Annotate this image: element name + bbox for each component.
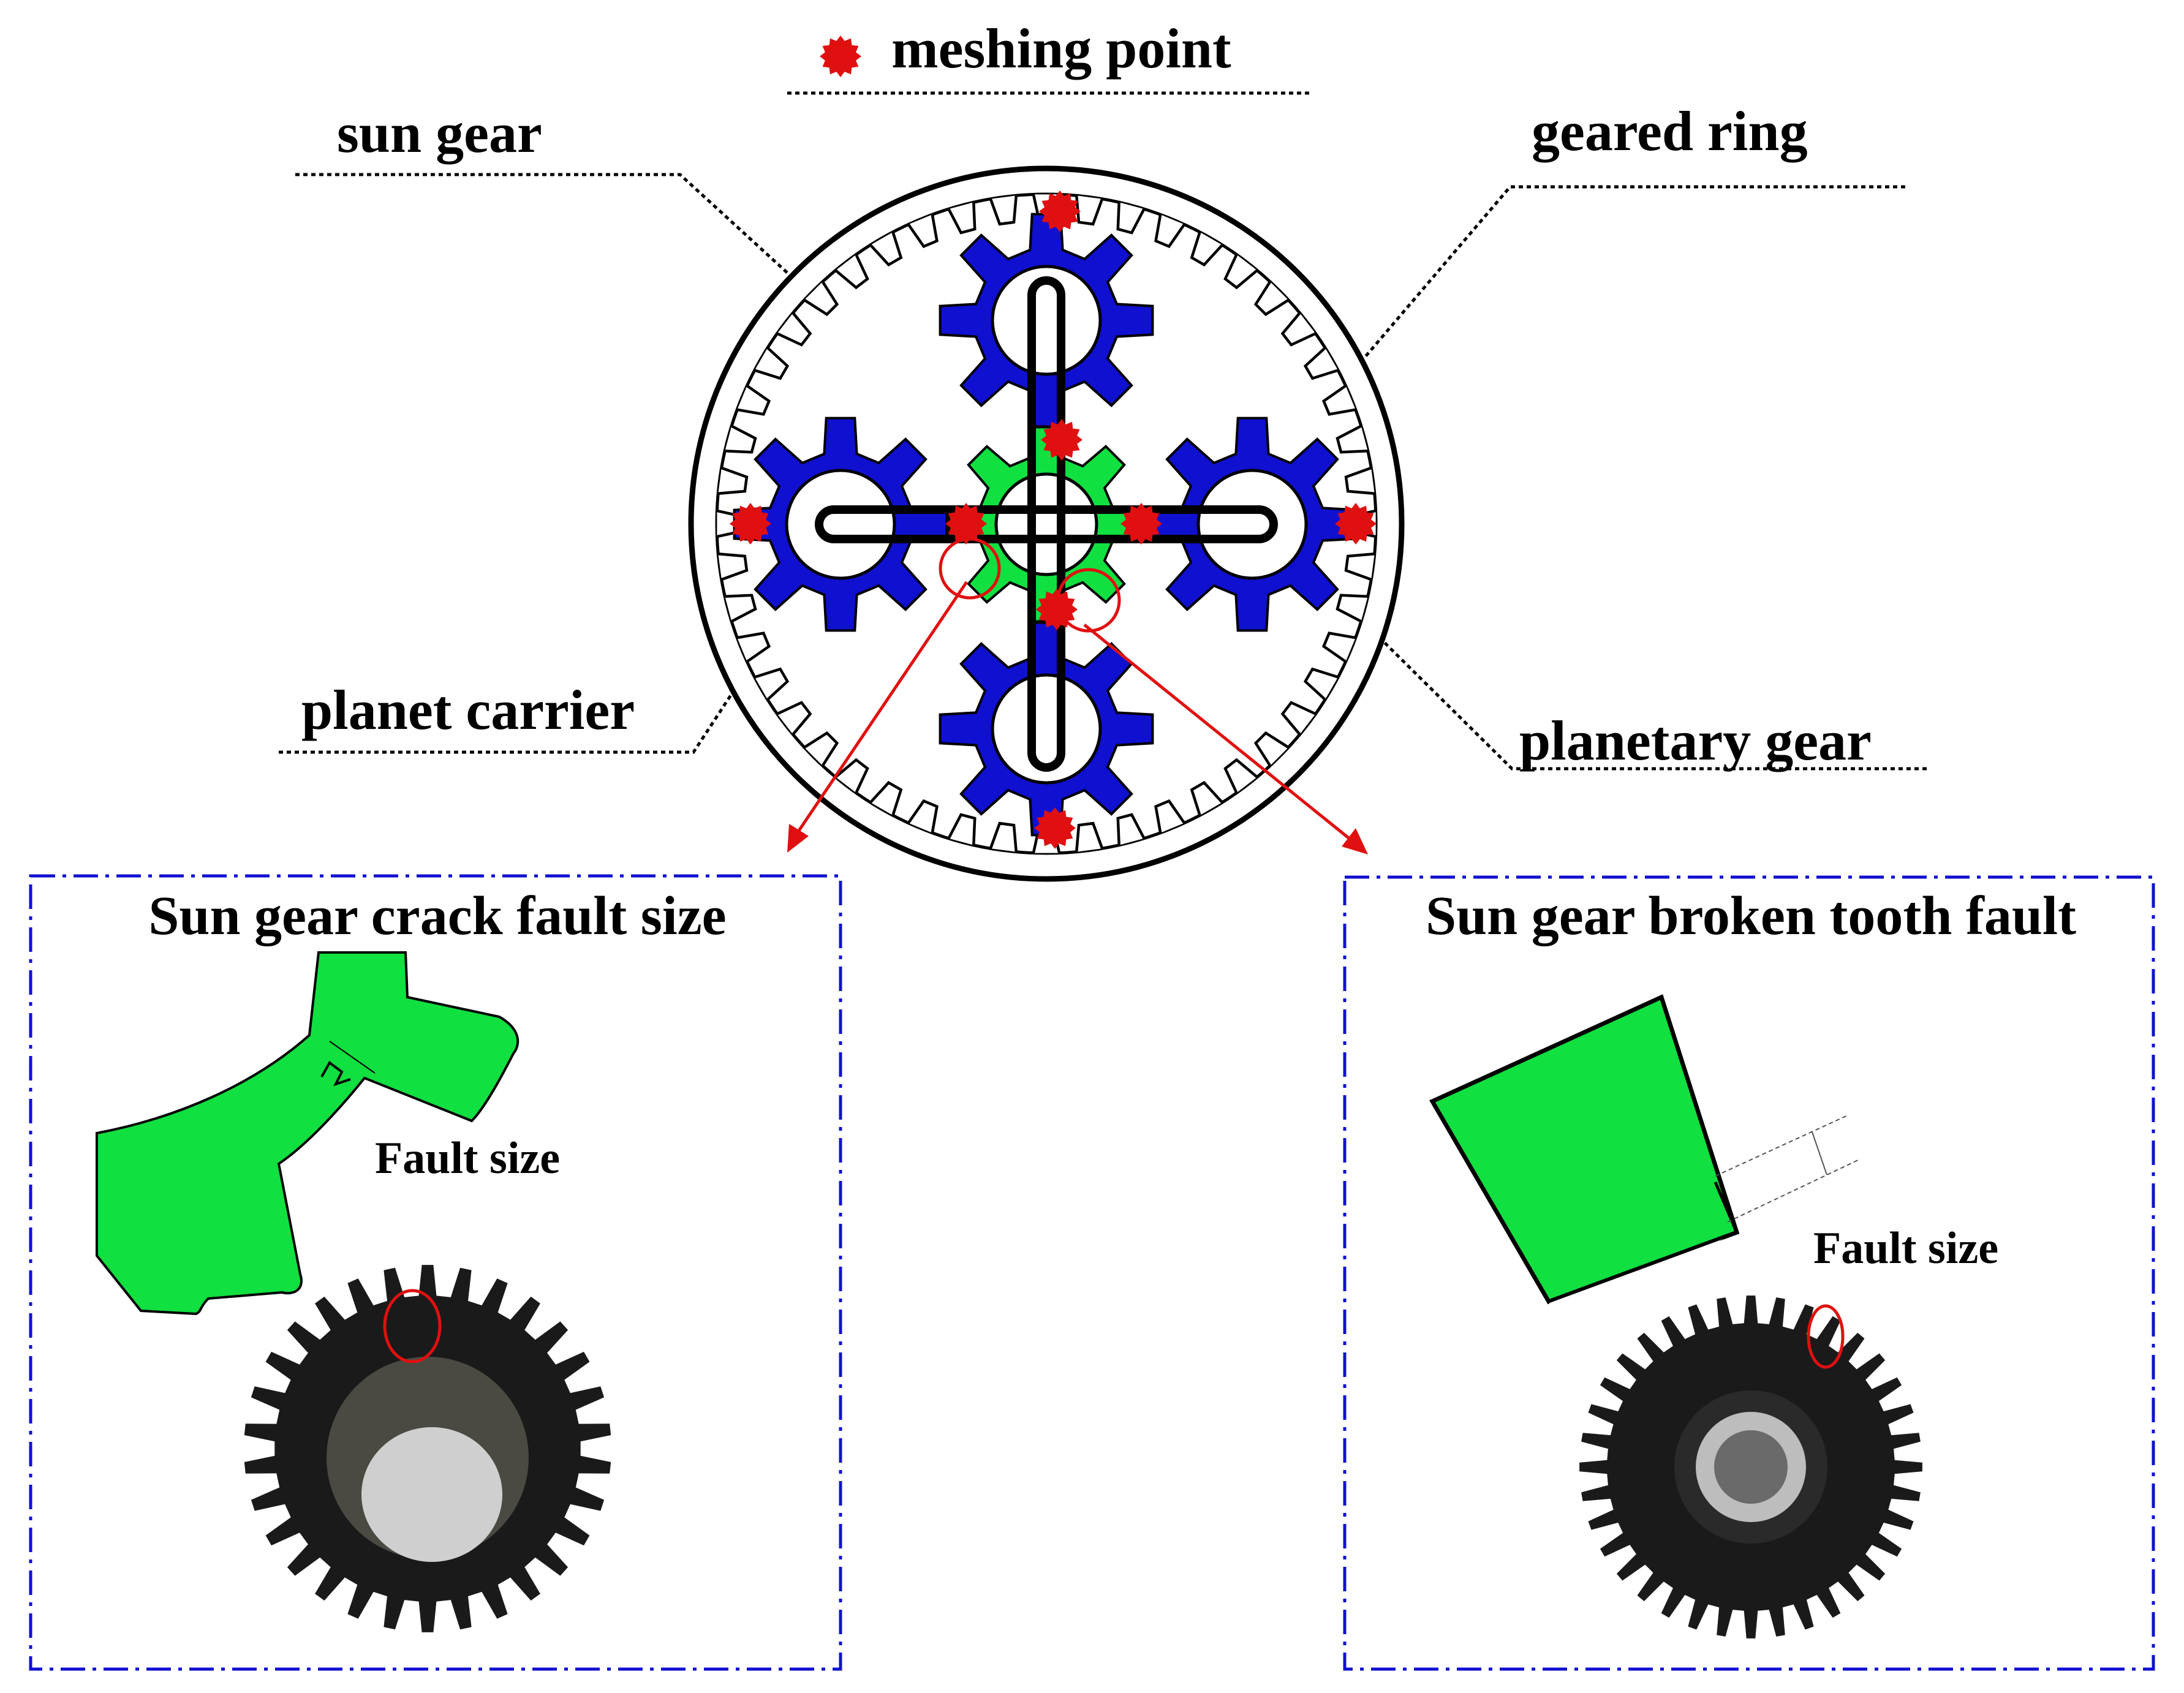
broken-tooth-missing-area [1549, 1232, 1737, 1322]
broken-photo-marker [1807, 1304, 1845, 1369]
broken-tooth-closeup [1429, 994, 1740, 1305]
crack-panel-title: Sun gear crack fault size [148, 886, 726, 946]
crack-fault-panel: Sun gear crack fault size Fault size [29, 874, 842, 1671]
planetary-gear-label: planetary gear [1519, 709, 1872, 772]
broken-fault-size-label: Fault size [1813, 1223, 1998, 1273]
fault-pointers [787, 537, 1368, 854]
sun-gear-label: sun gear [337, 102, 542, 164]
crack-photo-marker [383, 1289, 442, 1363]
planet-bore-top [991, 265, 1102, 376]
carrier-arm-horizontal [815, 505, 1278, 543]
broken-panel-title: Sun gear broken tooth fault [1426, 886, 2076, 946]
meshing-point-marker [1120, 503, 1162, 545]
planet-carrier-callout: planet carrier [279, 538, 835, 754]
broken-dimension-line-upper [1715, 1114, 1850, 1177]
broken-tooth-location-marker [1056, 568, 1121, 633]
broken-panel-border [1343, 875, 2155, 1671]
planetary-gear-leader-line [1334, 593, 1927, 771]
geared-ring-label: geared ring [1532, 100, 1808, 162]
crack-fault-size-label: Fault size [375, 1133, 560, 1183]
geared-ring-callout: geared ring [1350, 100, 1905, 375]
meshing-point-legend-marker [820, 36, 861, 77]
broken-dimension-arrow [1812, 1131, 1827, 1175]
crack-pointer-line [793, 581, 969, 837]
sun-gear-bore [994, 472, 1098, 576]
crack-line [320, 1061, 351, 1087]
meshing-point-marker [730, 503, 771, 545]
cracked-gear-bore [361, 1427, 502, 1562]
broken-gear-photo [1579, 1295, 1922, 1638]
carrier-arm-vertical [1027, 276, 1065, 772]
meshing-point-marker [1335, 503, 1377, 545]
crack-pointer-arrowhead [787, 824, 809, 853]
crack-dimension-arrow [329, 1041, 376, 1074]
meshing-point-marker [1041, 419, 1083, 461]
broken-pointer-line [1083, 624, 1355, 843]
broken-tooth-break-edge [1548, 1182, 1739, 1303]
legend-meshing-point-label: meshing point [891, 17, 1231, 80]
crack-panel-border [29, 874, 842, 1671]
planet-bore-right [1196, 469, 1308, 580]
meshing-points [730, 190, 1377, 849]
broken-gear-bore [1714, 1430, 1788, 1504]
planet-carrier [815, 276, 1278, 772]
crack-location-marker [939, 537, 1001, 600]
planet-bore-left [785, 469, 896, 580]
meshing-point-marker [1036, 589, 1078, 630]
meshing-point-marker [945, 503, 987, 545]
crack-gear-photo [244, 1265, 611, 1632]
meshing-point-marker [1039, 190, 1081, 232]
broken-tooth-panel: Sun gear broken tooth fault Fault size [1343, 875, 2155, 1671]
planet-gear-bores [785, 265, 1308, 785]
legend: meshing point [787, 17, 1311, 95]
planet-bore-bottom [991, 673, 1102, 785]
meshing-point-marker [1034, 807, 1076, 849]
geared-ring-leader-line [1350, 185, 1905, 375]
planetary-gear-callout: planetary gear [1334, 593, 1927, 772]
planet-carrier-label: planet carrier [301, 679, 635, 741]
crack-tooth-closeup [96, 951, 520, 1316]
broken-pointer-arrowhead [1342, 828, 1368, 854]
broken-dimension-line-lower [1727, 1159, 1860, 1223]
